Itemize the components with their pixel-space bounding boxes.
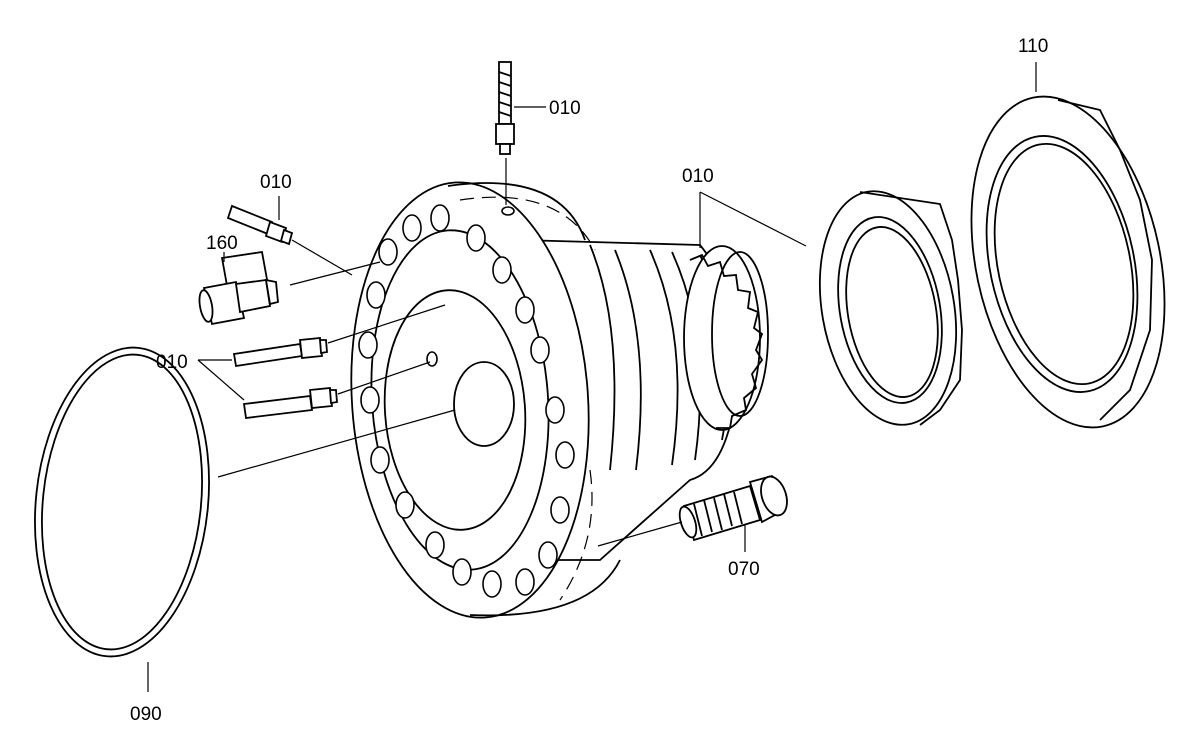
- ring-110: [970, 95, 1166, 429]
- spline-gear: [683, 245, 769, 431]
- housing-body: [350, 181, 769, 619]
- stud-bolt-010-left-mid-1: [232, 337, 328, 368]
- label-010-left-mid: 010: [156, 352, 188, 373]
- stud-bolt-010-top: [495, 61, 515, 155]
- axis-070: [597, 521, 683, 547]
- leader-010-right-a: [699, 191, 807, 247]
- axis-010-left-mid-1: [327, 304, 446, 344]
- leader-010-left-mid-b: [197, 359, 245, 401]
- o-ring-090: [34, 346, 210, 658]
- label-010-left-top: 010: [260, 172, 292, 193]
- label-070: 070: [728, 559, 760, 580]
- label-010-right: 010: [682, 166, 714, 187]
- label-090: 090: [130, 704, 162, 725]
- stud-bolt-010-left-mid-2: [242, 387, 338, 419]
- axis-010-left-mid-2: [337, 361, 431, 395]
- label-160: 160: [206, 233, 238, 254]
- label-110: 110: [1018, 36, 1048, 57]
- axis-o-ring: [217, 409, 456, 478]
- stud-bolt-010-left-top: [226, 204, 294, 246]
- axis-010-left-top: [291, 239, 353, 276]
- axis-160: [289, 261, 381, 286]
- breather-valve-160: [198, 250, 279, 326]
- flange-bolt-holes: [358, 204, 575, 598]
- cap-screw-070: [678, 475, 788, 542]
- label-010-top: 010: [549, 98, 581, 119]
- slotted-nut-010-right: [818, 190, 963, 426]
